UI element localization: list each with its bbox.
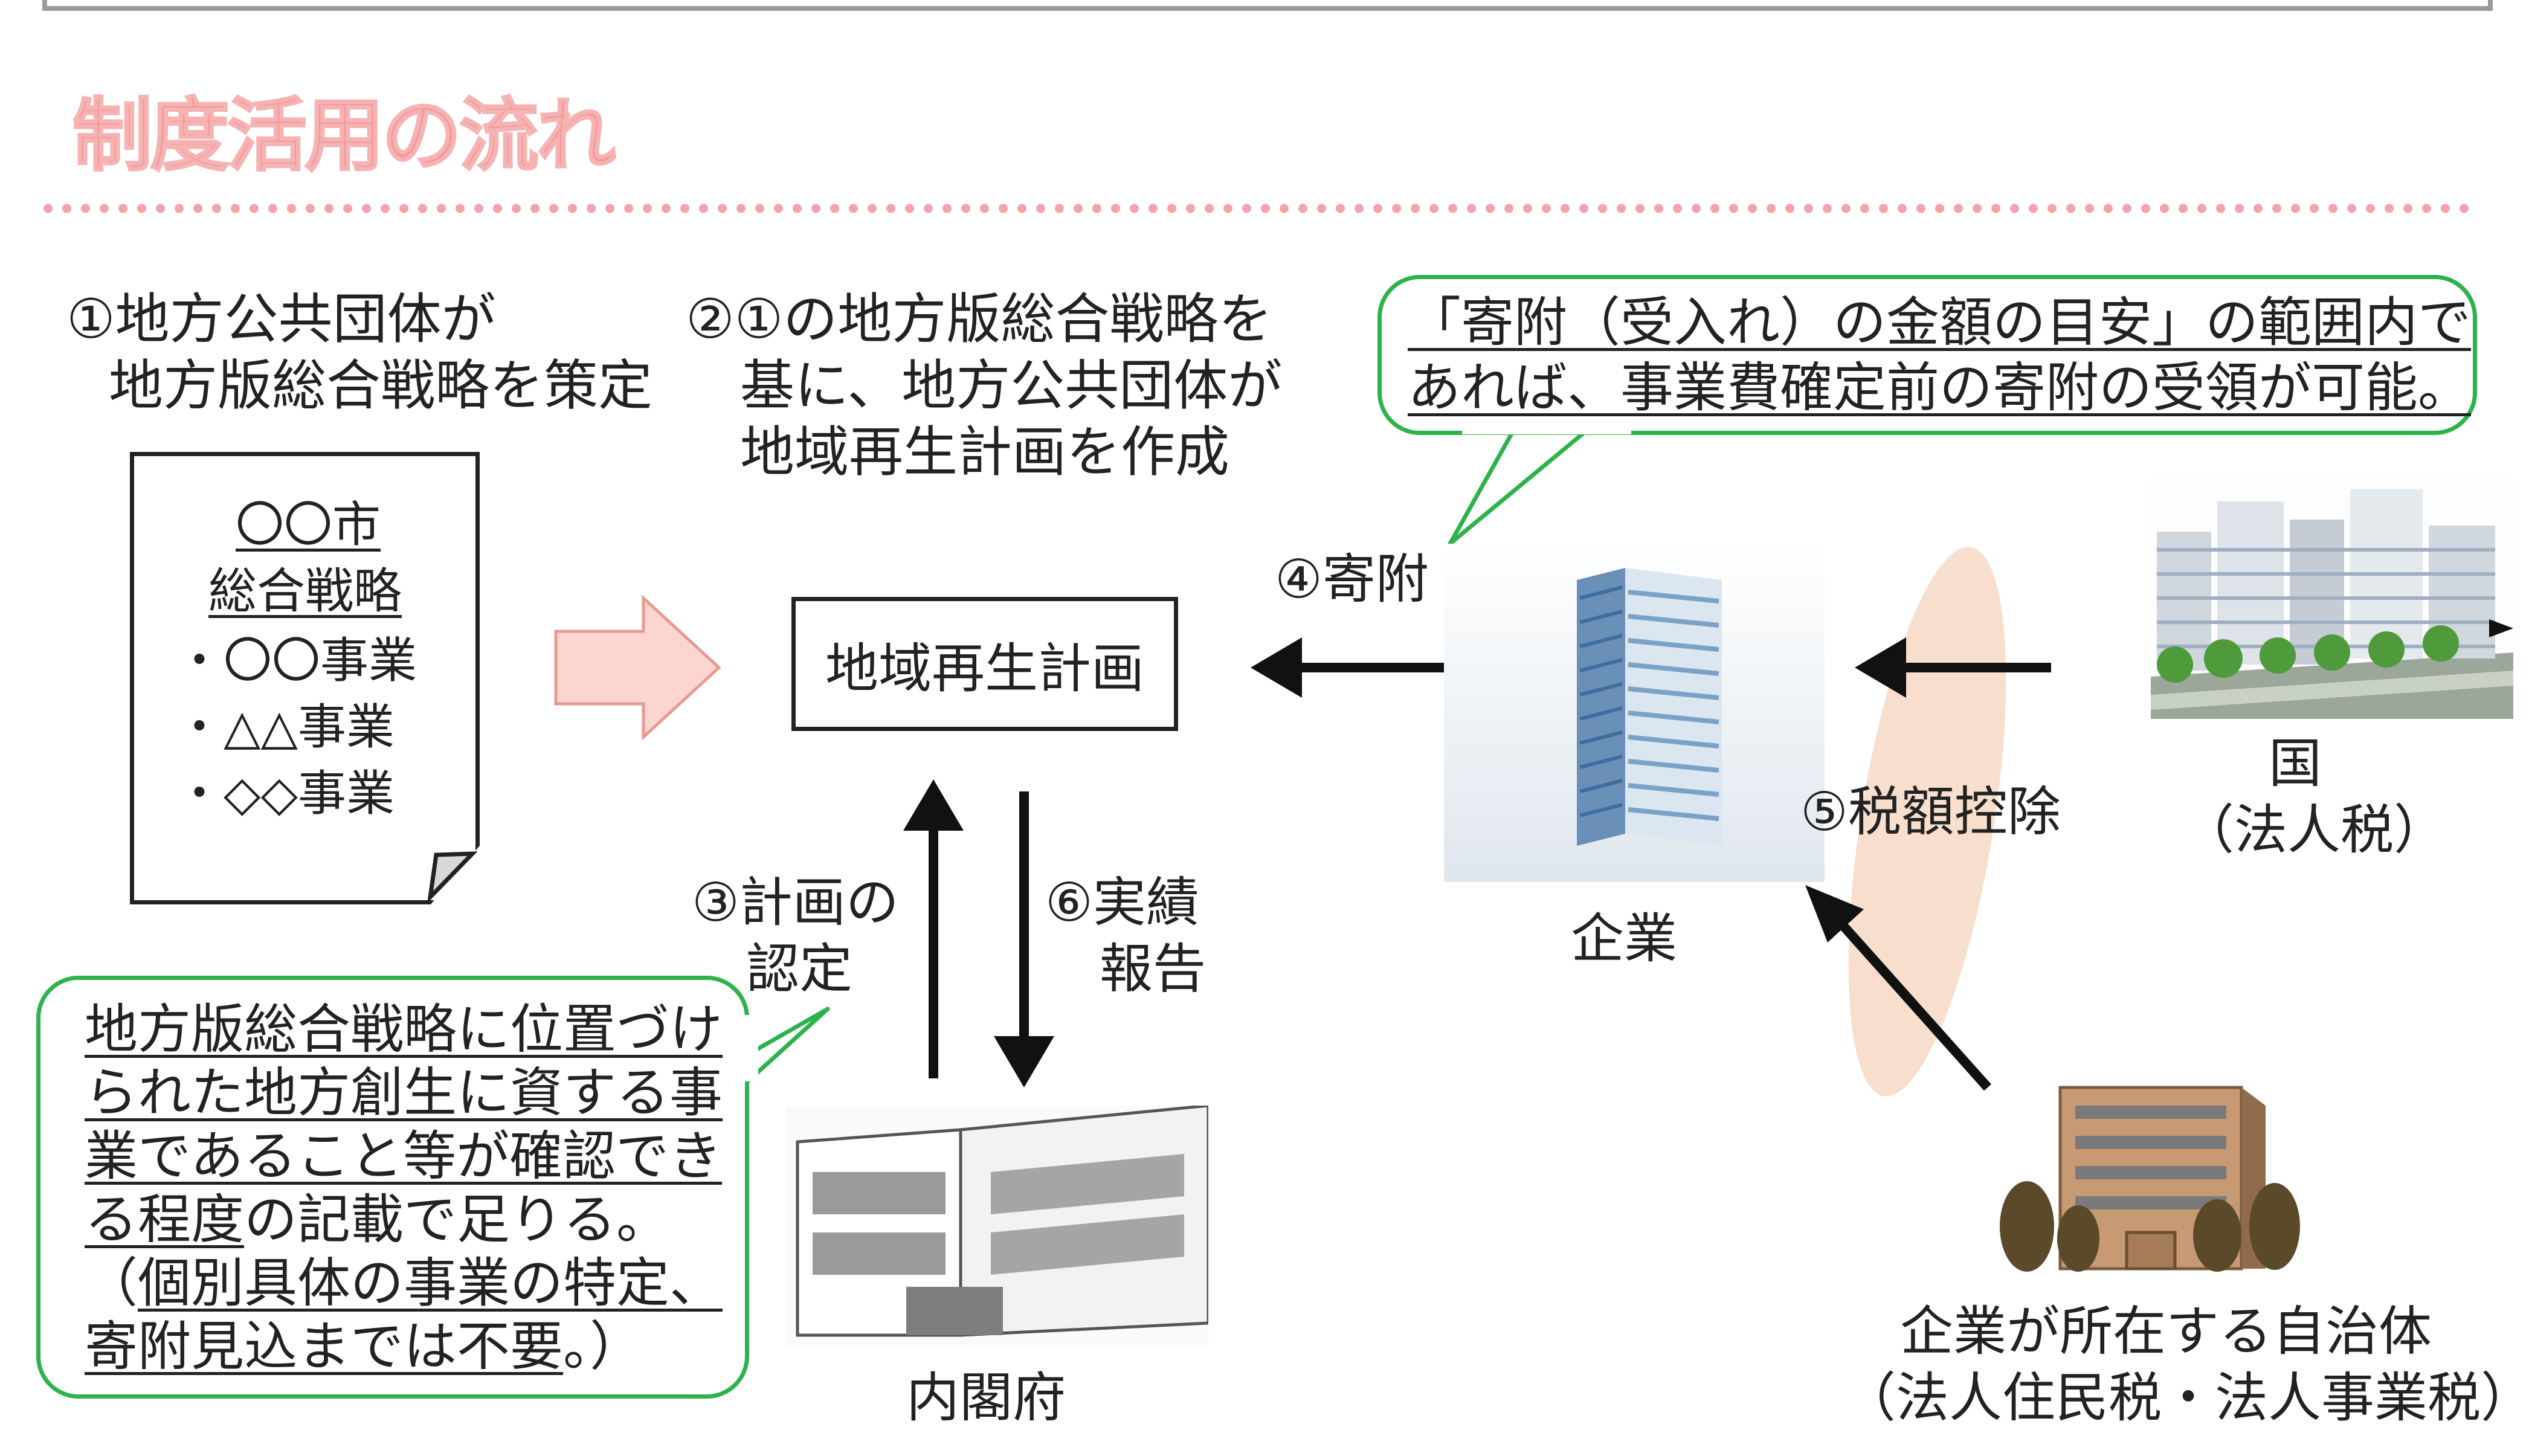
- document-item2: ・△△事業: [175, 699, 395, 755]
- step3-line2: 認定: [746, 938, 853, 1000]
- municipality-line1: 企業が所在する自治体: [1900, 1300, 2432, 1362]
- callout-bottom-line4a: る程度: [85, 1188, 245, 1251]
- step1-line1: ①地方公共団体が: [66, 288, 496, 351]
- regional-plan-box: 地域再生計画: [791, 597, 1178, 731]
- arrow-left-donation: [1251, 637, 1447, 698]
- arrow-left-country: [1855, 637, 2051, 698]
- callout-bottom-line5a: （: [85, 1252, 138, 1314]
- step4-label: ④寄附: [1275, 548, 1429, 610]
- right-block-arrow-icon: [554, 595, 721, 740]
- step6-line1: ⑥実績: [1045, 871, 1199, 933]
- arrow-down-report: [994, 791, 1054, 1087]
- document-icon: [130, 452, 480, 904]
- step6-line2: 報告: [1100, 938, 1207, 1000]
- callout-top-pointer-mask: [1462, 426, 1631, 434]
- tax-deduction-ellipse: [1848, 547, 2006, 1097]
- document-fold-icon: [427, 851, 477, 903]
- callout-bottom-line5b: 個別具体の事業の特定、: [138, 1252, 723, 1314]
- callout-bottom-line5: （個別具体の事業の特定、: [85, 1251, 723, 1316]
- document-title-line2: 総合戦略: [208, 563, 402, 619]
- callout-top: [1377, 275, 2477, 435]
- municipal-building-icon: [2000, 1086, 2300, 1272]
- government-building-icon: [785, 1106, 1208, 1347]
- callout-top-line2-wrap: あれば、事業費確定前の寄附の受領が可能。: [1408, 355, 2471, 420]
- document-item3: ・◇◇事業: [175, 765, 395, 822]
- step2-line1: ②①の地方版総合戦略を: [686, 288, 1273, 351]
- arrow-up-approval: [903, 779, 964, 1078]
- country-line1: 国: [2269, 732, 2322, 794]
- callout-bottom-line3: 業であること等が確認でき: [85, 1125, 723, 1187]
- page-title: 制度活用の流れ: [72, 89, 617, 184]
- top-frame-border: [42, 0, 2493, 11]
- cabinet-office-label: 内閣府: [906, 1367, 1066, 1429]
- callout-bottom: [36, 976, 749, 1399]
- step1-line2: 地方版総合戦略を策定: [109, 354, 652, 417]
- callout-top-line2: あれば、事業費確定前の寄附の受領が可能。: [1408, 356, 2472, 419]
- city-buildings-icon: [2151, 477, 2513, 719]
- callout-bottom-line4: る程度の記載で足りる。: [85, 1187, 669, 1252]
- callout-top-line1: 「寄附（受入れ）の金額の目安」の範囲内で: [1408, 291, 2472, 353]
- step5-label: ⑤税額控除: [1800, 781, 2061, 843]
- callout-bottom-line1: 地方版総合戦略に位置づけ: [85, 998, 723, 1060]
- step2-line2: 基に、地方公共団体が: [740, 354, 1283, 417]
- callout-bottom-line6b: 。）: [563, 1315, 643, 1377]
- callout-bottom-pointer-mask: [740, 1015, 758, 1081]
- dotted-divider: [39, 202, 2476, 214]
- callout-bottom-line6a: 寄附見込までは不要: [85, 1315, 564, 1377]
- document-item1: ・〇〇事業: [175, 633, 417, 689]
- document-title-line1: 〇〇市: [236, 497, 381, 553]
- callout-bottom-line2: られた地方創生に資する事: [85, 1061, 723, 1124]
- country-line2: （法人税）: [2181, 799, 2447, 861]
- callout-bottom-line6: 寄附見込までは不要。）: [85, 1314, 643, 1379]
- company-label: 企業: [1571, 907, 1678, 970]
- callout-bottom-line4b: の記載で足りる。: [244, 1188, 670, 1251]
- step2-line3: 地域再生計画を作成: [740, 420, 1229, 484]
- municipality-line2: （法人住民税・法人事業税）: [1843, 1367, 2529, 1429]
- step3-line1: ③計画の: [692, 871, 899, 933]
- arrow-diagonal-municipality: [1805, 885, 1991, 1091]
- office-tower-icon: [1444, 544, 1825, 882]
